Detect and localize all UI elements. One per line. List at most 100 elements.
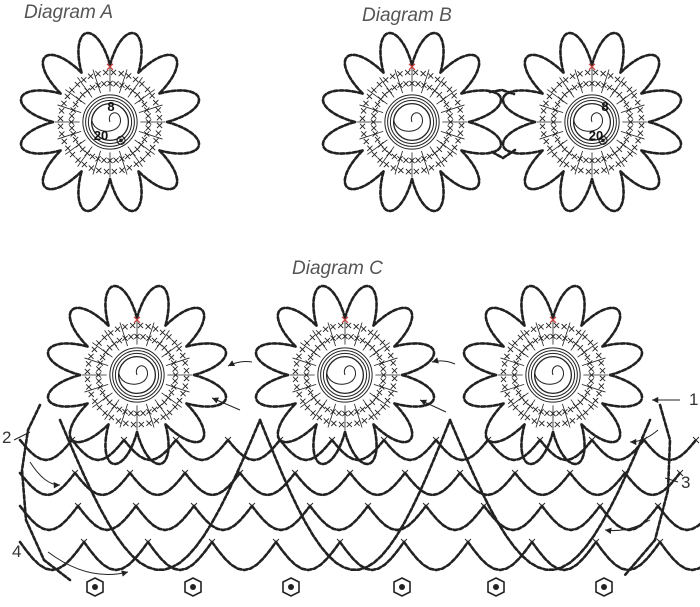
stitch-mark — [589, 366, 594, 371]
edging-chain — [384, 440, 436, 460]
stitch-mark — [347, 422, 352, 427]
stitch-mark — [139, 422, 144, 427]
stitch-mark — [555, 137, 560, 142]
stitch-mark — [444, 102, 449, 107]
stitch-mark — [502, 384, 507, 389]
stitch-mark — [184, 376, 189, 381]
stitch-mark — [316, 330, 321, 335]
petal-chain — [78, 33, 110, 73]
edging-chain — [176, 440, 228, 460]
stitch-mark — [437, 92, 442, 97]
stitch-mark — [125, 85, 130, 90]
stitch-mark — [69, 125, 74, 130]
stitch-mark — [154, 418, 159, 423]
petal-chain — [278, 404, 317, 443]
stitch-mark — [160, 330, 165, 335]
stitch-mark — [375, 410, 380, 415]
row-number-2: 2 — [2, 428, 11, 447]
stitch-mark — [381, 366, 386, 371]
petal-chain — [43, 55, 82, 94]
stitch-mark — [88, 354, 93, 359]
stitch-mark — [102, 410, 107, 415]
stitch-mark — [448, 125, 453, 130]
stitch-mark — [75, 82, 80, 87]
stitch-mark — [96, 366, 101, 371]
stitch-mark — [388, 391, 393, 396]
stitch-mark — [635, 100, 640, 105]
stitch-mark — [624, 102, 629, 107]
row-number-3: 3 — [681, 473, 690, 492]
stitch-mark — [324, 418, 329, 423]
stitch-mark — [512, 366, 517, 371]
stitch-mark — [361, 326, 366, 331]
stitch-mark — [80, 147, 85, 152]
stitch-mark — [140, 411, 145, 416]
stitch-mark — [628, 125, 633, 130]
stitch-mark — [524, 330, 529, 335]
stitch-mark — [635, 138, 640, 143]
stitch-mark — [578, 400, 583, 405]
stitch-mark — [458, 107, 463, 112]
stitch-mark — [90, 154, 95, 159]
stitch-mark — [80, 92, 85, 97]
stitch-mark — [562, 324, 567, 329]
stitch-mark — [157, 115, 162, 120]
stitch-mark — [172, 340, 177, 345]
petal-chain — [461, 122, 501, 154]
stitch-mark — [525, 415, 530, 420]
stitch-mark — [572, 85, 577, 90]
stitch-mark — [142, 137, 147, 142]
stitch-mark — [339, 422, 344, 427]
stitch-mark — [377, 390, 382, 395]
stitch-mark — [391, 165, 396, 170]
stitch-mark — [544, 411, 549, 416]
stitch-mark — [117, 407, 122, 412]
stitch-mark — [374, 334, 379, 339]
petal-chain — [110, 33, 142, 73]
stitch-post — [521, 330, 536, 350]
petal-chain — [441, 55, 480, 94]
stitch-mark — [177, 346, 182, 351]
stitch-mark — [173, 378, 178, 383]
petal-chain — [560, 171, 592, 211]
stitch-mark — [505, 392, 510, 397]
stitch-mark — [551, 87, 556, 92]
stitch-mark — [508, 347, 513, 352]
stitch-mark — [127, 165, 132, 170]
petal-chain — [70, 404, 109, 443]
stitch-mark — [544, 139, 549, 144]
stitch-mark — [541, 131, 546, 136]
stitch-mark — [369, 415, 374, 420]
stitch-mark — [570, 74, 575, 79]
petal-chain — [441, 151, 480, 190]
petal-chain — [345, 151, 384, 190]
stitch-mark — [513, 405, 518, 410]
petal-chain — [582, 308, 621, 347]
stitch-mark — [556, 334, 561, 339]
edging-chain — [340, 542, 404, 570]
stitch-mark — [92, 347, 97, 352]
stitch-mark — [421, 71, 426, 76]
stitch-mark — [384, 162, 389, 167]
stitch-mark — [377, 355, 382, 360]
stitch-mark — [112, 169, 117, 174]
stitch-mark — [564, 162, 569, 167]
edging-chain — [515, 473, 570, 495]
edging-chain — [625, 473, 680, 495]
stitch-post — [313, 330, 328, 350]
title-diagram-a: Diagram A — [24, 2, 113, 23]
petal-chain — [166, 404, 205, 443]
stitch-mark — [362, 418, 367, 423]
stitch-mark — [354, 421, 359, 426]
stitch-mark — [540, 116, 545, 121]
edging-chain — [660, 542, 700, 570]
stitch-mark — [617, 92, 622, 97]
stitch-mark — [415, 158, 420, 163]
bead-icon — [596, 578, 612, 596]
petal-chain — [560, 33, 592, 73]
petal-chain — [486, 308, 525, 347]
stitch-mark — [375, 102, 380, 107]
stitch-mark — [125, 154, 130, 159]
stitch-post — [162, 343, 182, 358]
stitch-mark — [140, 157, 145, 162]
